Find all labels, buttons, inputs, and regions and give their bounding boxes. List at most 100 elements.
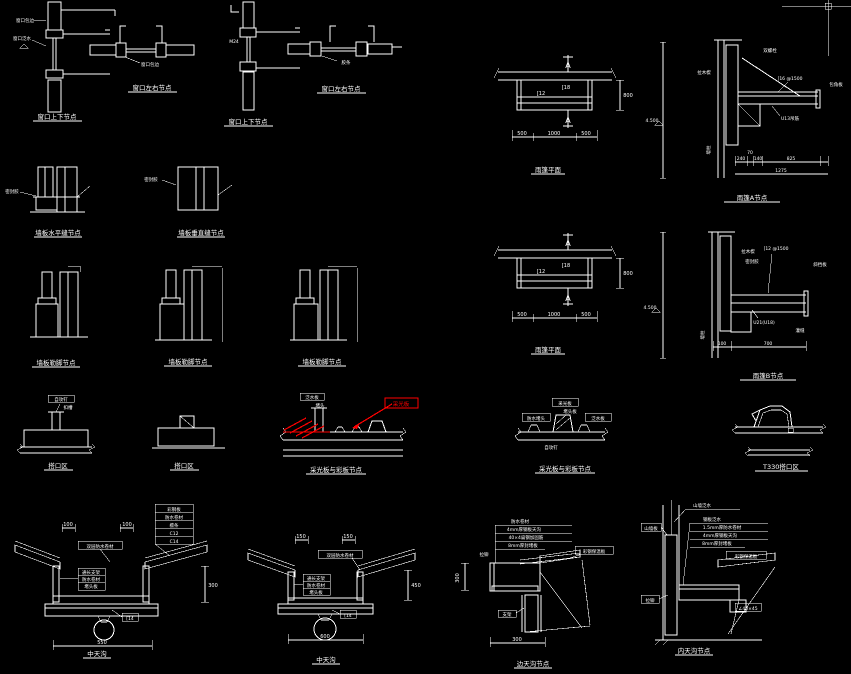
detail-wall-base-1: 墙板勒脚节点	[30, 265, 88, 368]
detail-title: T330搭口区	[762, 462, 799, 471]
leader-label: 密封胶	[745, 258, 759, 265]
leader-label: 自攻钉	[54, 396, 68, 403]
leader-label: 密封胶	[144, 176, 158, 183]
svg-text:彩钢板: 彩钢板	[167, 506, 181, 513]
leader-label: 采光板	[558, 400, 572, 407]
leader-label: ∠40×45	[738, 606, 757, 612]
leader-label: 拉木楔	[741, 248, 755, 255]
leader-label: 灌缝	[796, 327, 805, 334]
dim-label: 240	[737, 156, 746, 162]
red-leader-label: 采光板	[393, 400, 410, 408]
detail-skylight-panel-joint: 防水堵头 采光板 堵头板 泛水板 自攻钉 采光板与彩板节点	[514, 397, 612, 474]
detail-title: 墙板勒脚节点	[303, 357, 343, 366]
detail-title: 边天沟节点	[517, 659, 550, 668]
detail-title: 雨篷B节点	[753, 371, 784, 380]
dim-label: 300	[512, 637, 522, 643]
detail-skylight-panel-joint-highlighted: 泛水板 堵头 采光板 采光板与彩板节点	[279, 392, 419, 475]
leader-label: 拉铆	[646, 597, 655, 604]
detail-title: 雨篷平面	[535, 165, 562, 174]
svg-text:堵头板: 堵头板	[309, 589, 323, 596]
detail-title: 采光板与彩板节点	[539, 464, 592, 473]
dim-label: 600	[320, 634, 330, 640]
leader-label: 山墙板	[644, 525, 658, 532]
dim-label: 300	[455, 573, 461, 583]
leader-label: 双层防水卷材	[327, 552, 354, 559]
detail-title: 窗口上下节点	[38, 112, 78, 121]
detail-t330-seam: T330搭口区	[731, 405, 827, 472]
channel-label: [12	[537, 91, 545, 97]
detail-window-head-sill-1: 窗口包边 窗口泛水 窗口上下节点	[13, 1, 116, 122]
leader-label: U21(U18)	[753, 320, 775, 326]
svg-text:8mm厚封堵板: 8mm厚封堵板	[508, 542, 538, 549]
dim-label: 500	[517, 312, 527, 318]
level-label: 4.500	[646, 118, 659, 124]
detail-title: 窗口左右节点	[322, 84, 362, 93]
material-stack: 防水卷材 4mm厚钢板天沟 40×4扁钢加固筋 8mm厚封堵板	[494, 518, 572, 563]
crosshair-cursor[interactable]	[782, 0, 851, 56]
svg-text:1.5mm厚防水卷材: 1.5mm厚防水卷材	[703, 524, 742, 531]
channel-label: [18	[562, 263, 570, 269]
leader-label: 拉木楔	[697, 69, 711, 76]
detail-title: 窗口上下节点	[229, 117, 269, 126]
leader-label: 泛水板	[591, 415, 605, 422]
dim-label: 300	[208, 583, 218, 589]
leader-label: M24	[229, 39, 239, 45]
dim-label: 100	[122, 522, 132, 528]
detail-window-jamb-1: 窗口包边 窗口左右节点	[89, 25, 195, 93]
detail-title: 雨篷平面	[535, 345, 562, 354]
leader-label: 密封胶	[5, 188, 19, 195]
detail-title: 雨篷A节点	[737, 193, 768, 202]
svg-text:C12: C12	[170, 531, 179, 537]
detail-canopy-plan-1: [12 [18 A A 500 1000 500 800 雨篷平面	[493, 55, 633, 175]
dim-label: 1000	[548, 131, 561, 137]
detail-canopy-plan-2: [12 [18 A A 500 1000 500 800 雨篷平面	[493, 233, 633, 355]
material-stack: 钢板泛水 1.5mm厚防水卷材 4mm厚钢板天沟 8mm厚封堵板	[682, 516, 768, 586]
svg-text:通长支架: 通长支架	[82, 569, 100, 576]
detail-middle-gutter-1: 100 100 彩钢板 防水卷材 檩条 C12 C14 双层防水卷材 通长支架 …	[14, 503, 218, 659]
svg-text:8mm厚封堵板: 8mm厚封堵板	[702, 540, 732, 547]
leader-label: 窗口包边	[16, 17, 34, 24]
section-letter: A	[565, 116, 571, 125]
leader-label: 彩钢保温板	[583, 548, 606, 555]
dim-label: 800	[623, 93, 633, 99]
material-stack: 彩钢板 防水卷材 檩条 C12 C14	[154, 503, 194, 557]
leader-label: 堵头	[316, 402, 325, 409]
detail-window-head-sill-2: M24 窗口上下节点	[224, 1, 300, 127]
detail-wall-base-3: 墙板勒脚节点	[290, 265, 358, 367]
leader-label: 窗口泛水	[13, 35, 31, 42]
detail-title: 搭口区	[48, 461, 68, 470]
dim-label: 140	[754, 156, 763, 162]
leader-label: 堵头板	[563, 408, 577, 415]
dim-label: 100	[718, 341, 727, 347]
detail-title: 中天沟	[87, 649, 107, 658]
leader-label: 胶条	[342, 59, 351, 66]
dim-label: 500	[581, 312, 591, 318]
gutter-left-labels: 通长支架 防水卷材 堵头板	[60, 567, 106, 591]
leader-label: U13吊筋	[781, 115, 800, 122]
leader-label: 拉铆	[480, 551, 489, 558]
dim-label: 100	[63, 522, 73, 528]
svg-text:堵头板: 堵头板	[84, 583, 98, 590]
svg-text:防水卷材: 防水卷材	[511, 518, 529, 525]
svg-text:40×4扁钢加固筋: 40×4扁钢加固筋	[509, 534, 544, 541]
detail-title: 窗口左右节点	[133, 83, 173, 92]
detail-title: 采光板与彩板节点	[310, 465, 363, 474]
detail-wall-vertical-joint: 密封胶 墙板垂直缝节点	[144, 166, 233, 238]
leader-label: 山墙泛水	[693, 502, 711, 509]
gutter-left-labels: 通长支架 防水卷材 堵头板	[294, 573, 331, 596]
dim-label: 800	[623, 271, 633, 277]
leader-label: 自攻钉	[544, 444, 558, 451]
leader-label: 窗口包边	[141, 61, 159, 68]
section-letter: A	[565, 239, 571, 248]
detail-roof-seam-2: 搭口区	[152, 415, 225, 471]
detail-title: 中天沟	[316, 655, 336, 664]
section-letter: A	[565, 294, 571, 303]
svg-text:檩条: 檩条	[170, 522, 179, 529]
detail-canopy-section-a: 4.500 墙柱 双螺栓 拉木楔 [16 @1500 U13吊筋 包角板 240…	[646, 39, 843, 203]
detail-title: 墙板垂直缝节点	[178, 228, 224, 237]
detail-title: 内天沟节点	[678, 646, 711, 655]
svg-text:4mm厚钢板天沟: 4mm厚钢板天沟	[507, 526, 542, 533]
section-letter: A	[565, 61, 571, 70]
